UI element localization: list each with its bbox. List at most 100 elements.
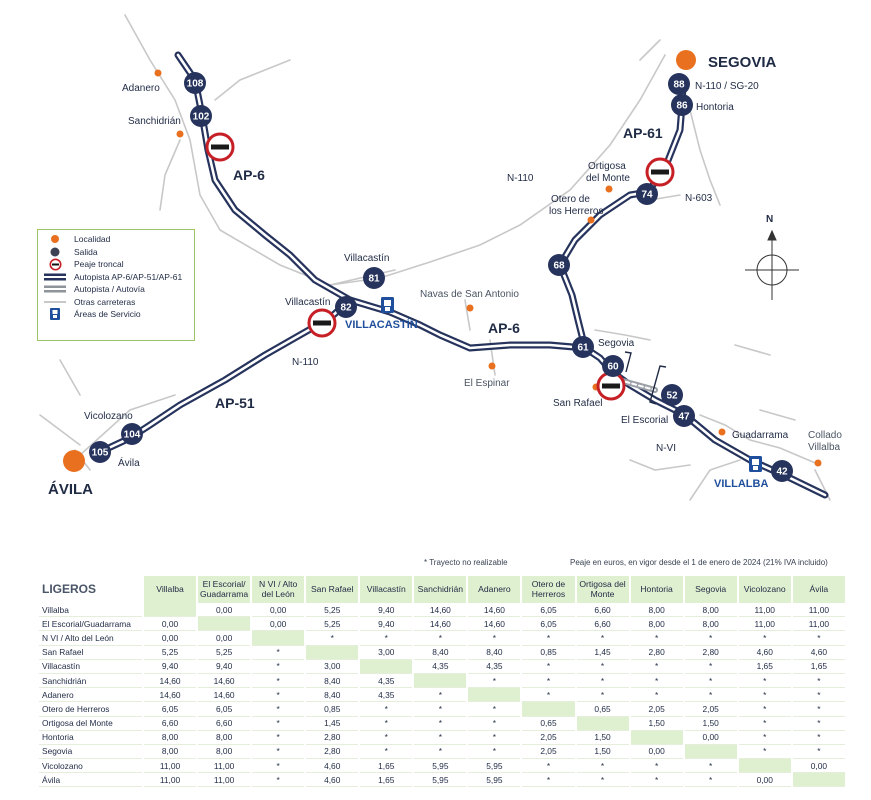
table-cell: 8,40 — [306, 688, 359, 703]
row-header: Otero de Herreros — [39, 702, 142, 717]
table-cell: 8,00 — [198, 745, 251, 760]
table-cell: 1,65 — [738, 660, 791, 674]
table-cell: 8,40 — [306, 674, 359, 689]
table-cell: * — [684, 674, 737, 689]
row-header: El Escorial/Guadarrama — [39, 617, 142, 632]
service-area-icon — [44, 308, 66, 321]
motorway-line-icon — [44, 271, 66, 283]
locality-dot-icon — [176, 130, 184, 138]
table-cell: 8,00 — [198, 731, 251, 745]
exit-60: 60 — [602, 355, 624, 377]
exit-74: 74 — [636, 183, 658, 205]
table-cell: * — [576, 773, 629, 788]
column-header: Villalba — [144, 576, 197, 603]
table-cell: * — [252, 773, 305, 788]
table-cell: 11,00 — [738, 603, 791, 618]
exit-105: 105 — [89, 441, 111, 463]
table-cell: * — [792, 688, 845, 703]
table-cell: 8,00 — [630, 603, 683, 618]
table-cell: 0,00 — [792, 759, 845, 774]
legend-label: Salida — [74, 246, 98, 257]
legend-label: Autopista AP-6/AP-51/AP-61 — [74, 271, 183, 282]
row-header: Segovia — [39, 745, 142, 760]
table-cell: 11,00 — [198, 773, 251, 788]
localities — [63, 50, 822, 472]
table-cell: 1,65 — [360, 759, 413, 774]
table-cell: 5,95 — [468, 773, 521, 788]
column-header: Segovia — [684, 576, 737, 603]
table-cell: 11,00 — [198, 759, 251, 774]
exit-42: 42 — [771, 460, 793, 482]
city-label-segovia: SEGOVIA — [708, 54, 777, 71]
table-title: LIGEROS — [39, 576, 142, 603]
table-cell: * — [576, 674, 629, 689]
table-cell: 5,25 — [144, 646, 197, 660]
table-cell: * — [414, 731, 467, 745]
table-cell: 6,05 — [522, 617, 575, 632]
table-cell: 2,05 — [630, 702, 683, 717]
table-cell: * — [684, 660, 737, 674]
svg-text:47: 47 — [678, 412, 690, 423]
svg-text:86: 86 — [676, 101, 688, 112]
table-cell: 2,80 — [306, 731, 359, 745]
place-label-collado: Collado — [808, 430, 842, 441]
legend-label: Peaje troncal — [74, 259, 124, 270]
place-label-navas: Navas de San Antonio — [420, 289, 519, 300]
table-cell: 8,00 — [630, 617, 683, 632]
table-cell: 2,05 — [522, 745, 575, 760]
table-cell: * — [252, 688, 305, 703]
table-cell: 8,40 — [414, 646, 467, 660]
svg-text:74: 74 — [641, 190, 653, 201]
road-label-ap61: AP-61 — [623, 125, 663, 141]
table-cell — [252, 631, 305, 646]
table-cell — [306, 645, 359, 660]
table-cell: 9,40 — [360, 617, 413, 632]
svg-text:52: 52 — [666, 391, 678, 402]
table-cell: 0,65 — [576, 702, 629, 717]
place-label-ortigosa: del Monte — [586, 173, 630, 184]
table-cell: 14,60 — [144, 688, 197, 703]
table-cell: 14,60 — [468, 617, 521, 632]
row-header: Hontoria — [39, 731, 142, 745]
table-cell: 9,40 — [144, 660, 197, 674]
exit-104: 104 — [121, 423, 143, 445]
table-cell: 11,00 — [792, 603, 845, 618]
table-cell: 2,80 — [630, 646, 683, 660]
table-cell: 5,25 — [306, 617, 359, 632]
row-header: Vicolozano — [39, 759, 142, 774]
table-cell: 8,00 — [144, 745, 197, 760]
table-cell: * — [468, 717, 521, 731]
toll-icon — [645, 157, 675, 187]
other-road-icon — [44, 296, 66, 308]
road-label-n603: N-603 — [685, 193, 713, 204]
exit-82: 82 — [335, 296, 357, 318]
table-cell: 1,50 — [576, 745, 629, 760]
row-header: Ortigosa del Monte — [39, 717, 142, 731]
table-cell: * — [414, 745, 467, 760]
table-cell: * — [360, 631, 413, 646]
place-label-otero: Otero de — [551, 194, 590, 205]
exit-81: 81 — [363, 267, 385, 289]
table-cell: 0,00 — [252, 603, 305, 618]
table-cell: 11,00 — [738, 617, 791, 632]
table-cell: 8,40 — [468, 646, 521, 660]
road-label-nvi: N-VI — [656, 443, 676, 454]
table-cell: * — [684, 759, 737, 774]
legend-label: Otras carreteras — [74, 296, 136, 307]
table-cell: * — [414, 688, 467, 703]
table-cell: 5,95 — [414, 759, 467, 774]
table-cell: * — [738, 745, 791, 760]
compass-icon — [745, 229, 799, 300]
table-cell — [792, 773, 845, 788]
place-label-collado: Villalba — [808, 442, 840, 453]
table-cell: 6,05 — [198, 702, 251, 717]
table-cell: 8,00 — [684, 603, 737, 618]
table-cell — [198, 617, 251, 632]
table-cell: * — [576, 688, 629, 703]
column-header: Sanchidrián — [414, 576, 467, 603]
